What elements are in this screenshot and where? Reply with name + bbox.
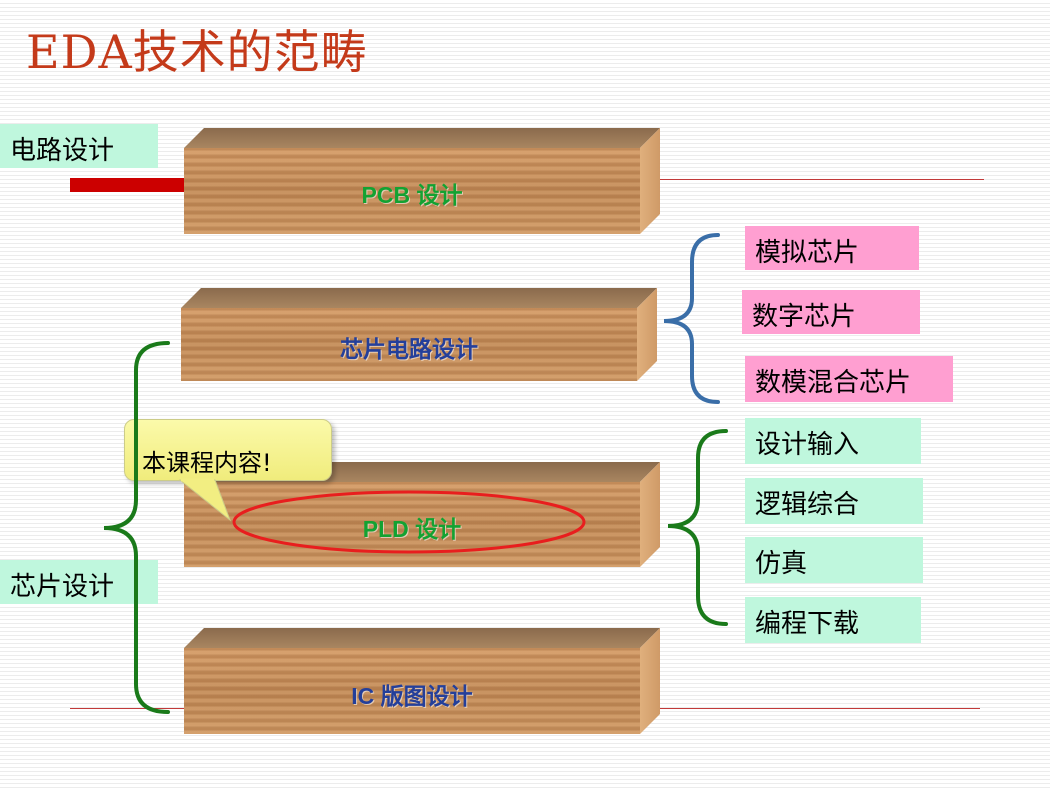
category-chip-design: 芯片设计: [0, 560, 158, 604]
block-pcb-design: PCB 设计: [184, 128, 660, 234]
pld-step-design-input: 设计输入: [745, 418, 921, 464]
callout-text: 本课程内容!: [142, 449, 272, 477]
block-pld-label: PLD 设计: [362, 516, 462, 542]
block-chip-circuit-label: 芯片电路设计: [340, 336, 478, 362]
page-title: EDA技术的范畴: [26, 25, 368, 79]
chip-types-brace: [663, 233, 720, 404]
red-bar: [70, 178, 188, 192]
category-circuit-design: 电路设计: [0, 124, 158, 168]
block-pld-design: PLD 设计: [184, 462, 660, 567]
pld-step-simulation: 仿真: [745, 537, 923, 583]
chip-design-brace: [103, 341, 170, 714]
block-chip-circuit-design: 芯片电路设计: [181, 288, 657, 381]
chip-type-analog: 模拟芯片: [745, 226, 919, 270]
pld-step-programming-download: 编程下载: [745, 597, 921, 643]
callout-bubble: [124, 419, 332, 481]
pld-step-logic-synthesis: 逻辑综合: [745, 478, 923, 524]
top-rule: [640, 179, 984, 180]
chip-type-mixed: 数模混合芯片: [745, 356, 953, 402]
block-ic-layout-design: IC 版图设计: [184, 628, 660, 734]
callout-tail: [178, 479, 232, 522]
block-ic-layout-label: IC 版图设计: [351, 683, 473, 709]
block-pcb-label: PCB 设计: [361, 182, 463, 208]
pld-steps-brace: [667, 429, 728, 626]
chip-type-digital: 数字芯片: [742, 290, 920, 334]
pld-highlight-ellipse: [232, 490, 586, 554]
